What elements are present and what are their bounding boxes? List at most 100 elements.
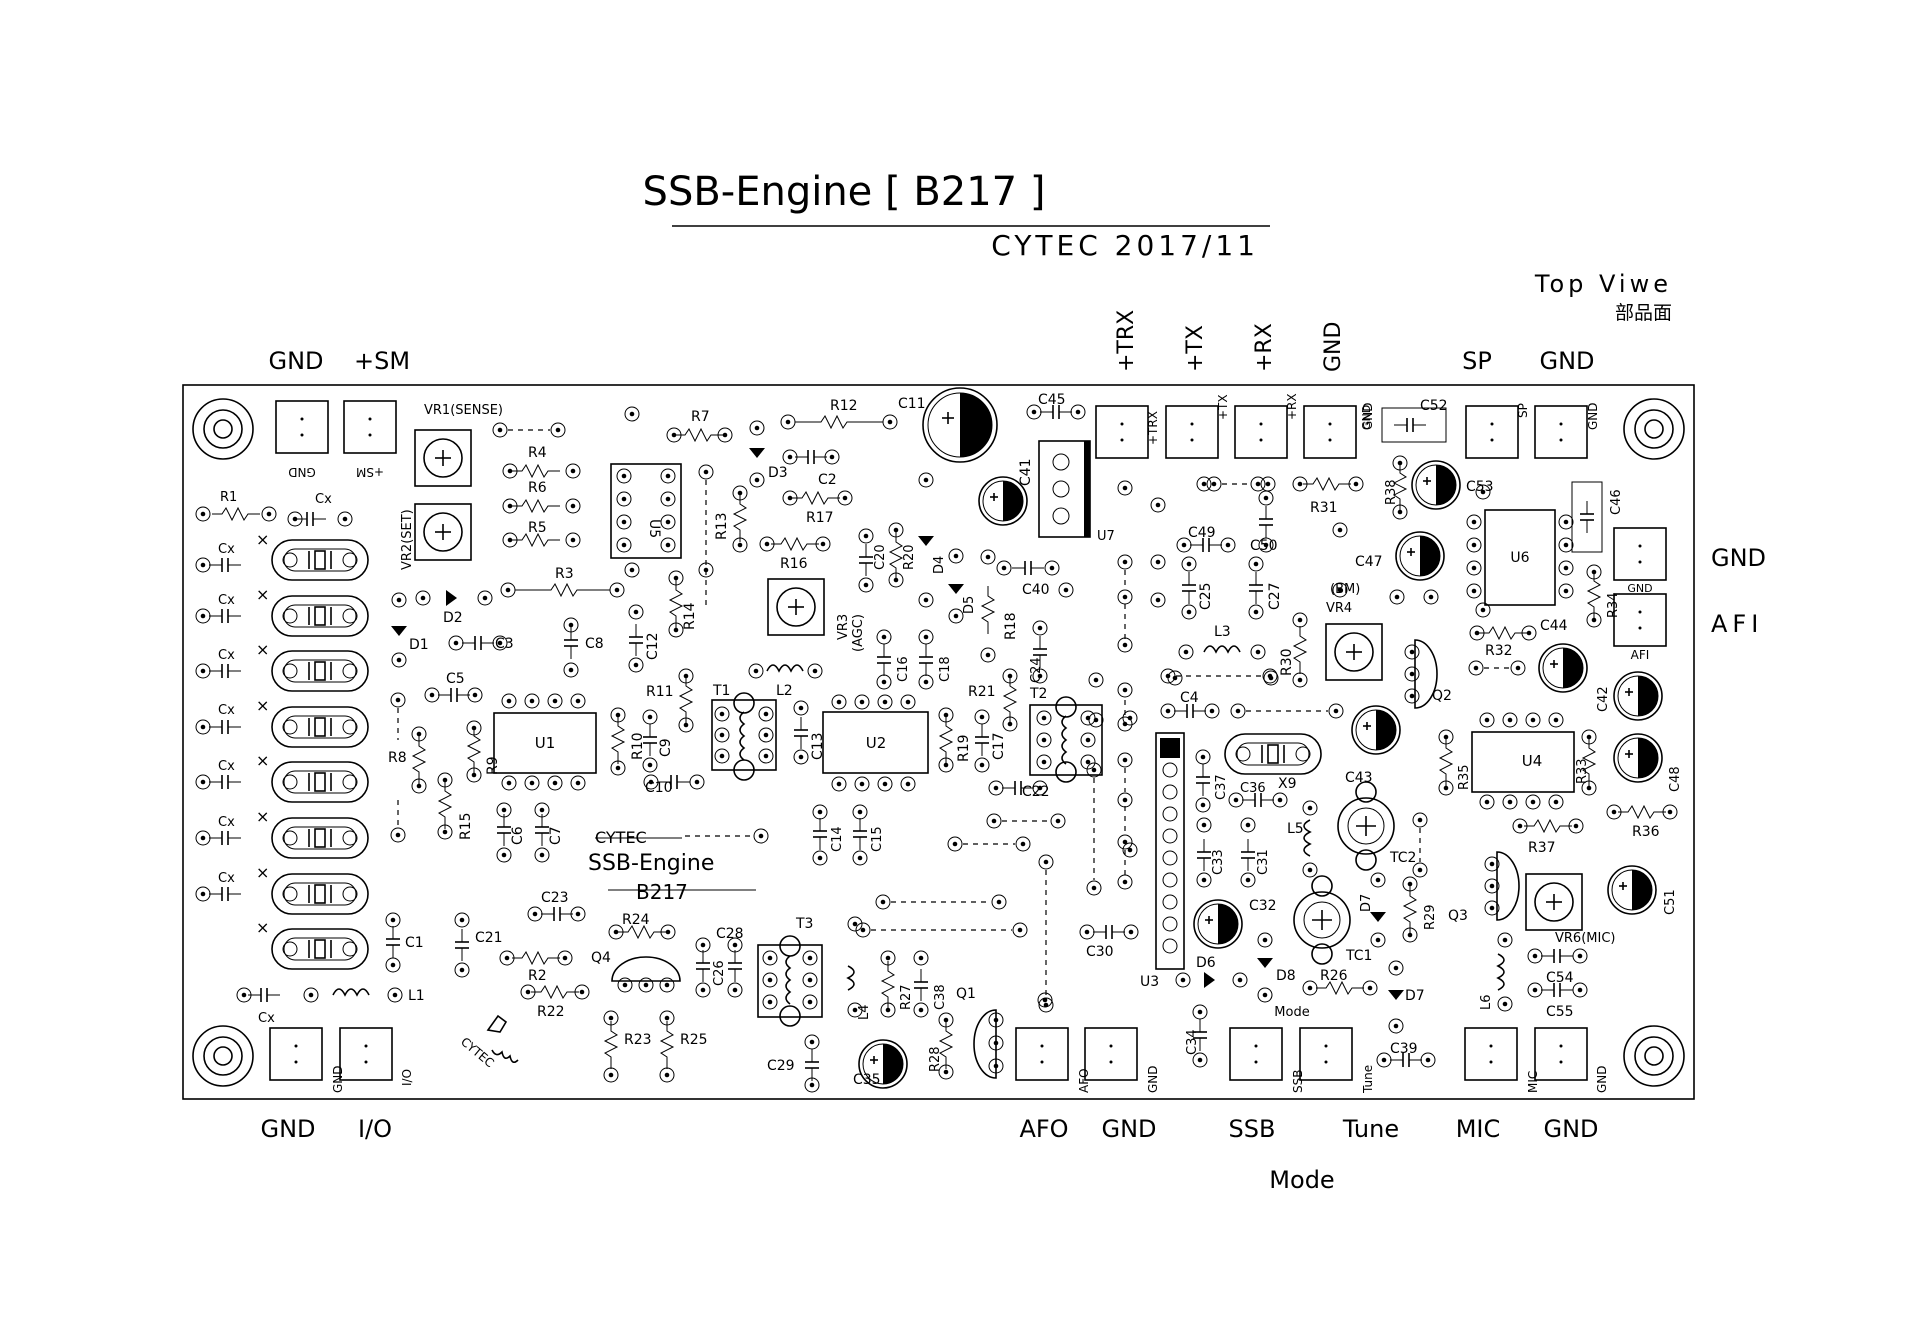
- label-d1: D1: [409, 637, 429, 653]
- electrolytic-cap-c43: [1351, 705, 1401, 755]
- label-sm-top: +SM: [354, 347, 410, 375]
- board-outline: [182, 384, 1695, 1100]
- label-u5: U5: [646, 519, 662, 538]
- terminal-gnd4: [1613, 527, 1667, 581]
- crystal-filter-bank: [195, 506, 369, 970]
- transformer-t1: [711, 692, 777, 781]
- label-cx: Cx: [218, 871, 235, 886]
- label-c31: C31: [1256, 849, 1271, 875]
- resistor-r37: [1523, 819, 1573, 833]
- diode-d5: [948, 584, 964, 594]
- label-c20: C20: [873, 544, 888, 570]
- label-q1: Q1: [956, 986, 976, 1002]
- regulator-u7: [1038, 440, 1091, 538]
- electrolytic-cap-c53: [1411, 460, 1461, 510]
- silk-sm: +SM: [356, 465, 384, 479]
- label-r13: R13: [714, 512, 730, 540]
- mounting-hole: [192, 398, 254, 460]
- resistor-r16: [770, 537, 820, 551]
- resistor-r31: [1302, 477, 1352, 491]
- label-vr1: VR1(SENSE): [424, 403, 503, 418]
- cap-c7: [534, 813, 550, 847]
- label-r8: R8: [388, 750, 407, 766]
- label-c30: C30: [1086, 944, 1114, 960]
- label-c52: C52: [1420, 398, 1448, 414]
- label-r5: R5: [528, 520, 547, 536]
- label-gnd-top: GND: [268, 347, 323, 375]
- label-r23: R23: [624, 1032, 652, 1048]
- terminal-trx: [1095, 405, 1149, 459]
- label-r24: R24: [622, 912, 650, 928]
- label-r15: R15: [458, 812, 474, 840]
- label-c27: C27: [1267, 582, 1283, 610]
- label-cx: Cx: [218, 648, 235, 663]
- terminal-gnd7: [1534, 1027, 1588, 1081]
- cap-c2: [794, 449, 828, 465]
- label-x9: X9: [1278, 776, 1297, 792]
- label-r34: R34: [1606, 592, 1621, 618]
- x-mark: ×: [256, 918, 269, 937]
- label-c3: C3: [495, 636, 514, 652]
- label-r22: R22: [537, 1004, 565, 1020]
- label-c49: C49: [1188, 525, 1216, 541]
- label-mode: Mode: [1269, 1166, 1334, 1194]
- label-c45: C45: [1038, 392, 1066, 408]
- silk-rx: +RX: [1285, 393, 1299, 420]
- label-d3: D3: [768, 465, 788, 481]
- cap-c14: [812, 817, 828, 851]
- resistor-r35: [1439, 737, 1453, 787]
- silk-gnd7: GND: [1595, 1065, 1609, 1093]
- resistor-r22: [530, 985, 580, 999]
- transformer-t2: [1029, 696, 1103, 783]
- silk-gnd-c52: GND: [1360, 405, 1373, 430]
- x-mark: ×: [256, 640, 269, 659]
- terminal-sm: [343, 400, 397, 454]
- label-c55: C55: [1546, 1004, 1574, 1020]
- x-mark: ×: [256, 696, 269, 715]
- terminal-afo: [1015, 1027, 1069, 1081]
- label-r11: R11: [646, 684, 674, 700]
- label-t3: T3: [795, 916, 813, 932]
- view-label: Top Viwe: [1534, 270, 1672, 298]
- label-c18: C18: [938, 656, 953, 682]
- label-vr6: VR6(MIC): [1555, 931, 1615, 946]
- label-d8: D8: [1276, 968, 1296, 984]
- cap-c18: [918, 643, 934, 677]
- terminal-afi: [1613, 593, 1667, 647]
- label-r30: R30: [1279, 648, 1295, 676]
- terminal-gnd6: [1084, 1027, 1138, 1081]
- label-l1: L1: [408, 988, 425, 1004]
- label-r2: R2: [528, 968, 547, 984]
- label-c15: C15: [870, 826, 885, 852]
- label-cx: Cx: [218, 815, 235, 830]
- cap-c52: [1381, 407, 1447, 443]
- resistor-r4: [511, 464, 561, 478]
- diode-d8: [1257, 958, 1273, 968]
- label-c7: C7: [548, 826, 564, 845]
- trimmer-vr1: [414, 429, 472, 487]
- label-c23: C23: [541, 890, 569, 906]
- resistor-r7: [674, 428, 724, 442]
- mounting-hole: [1623, 398, 1685, 460]
- electrolytic-cap-c42: [1613, 671, 1663, 721]
- label-afo-bottom: AFO: [1019, 1115, 1068, 1143]
- electrolytic-cap-c44: [1538, 643, 1588, 693]
- page-title: SSB-Engine [ B217 ]: [643, 169, 1046, 215]
- svg-text:CYTEC: CYTEC: [458, 1035, 497, 1071]
- cap-c31: [1240, 838, 1256, 872]
- silk-gnd2: GND: [1361, 402, 1375, 430]
- label-r37: R37: [1528, 840, 1556, 856]
- label-c16: C16: [896, 656, 911, 682]
- label-r28: R28: [928, 1046, 943, 1072]
- silk-tune: Tune: [1361, 1065, 1375, 1094]
- label-r26: R26: [1320, 968, 1348, 984]
- diode-d7b: [1388, 990, 1404, 1000]
- resistor-r18: [981, 585, 995, 635]
- inductor-l4: [846, 965, 855, 991]
- silk-gnd6: GND: [1146, 1065, 1160, 1093]
- label-c11: C11: [898, 396, 926, 412]
- label-gnd6-bottom: GND: [1101, 1115, 1156, 1143]
- terminal-tune: [1299, 1027, 1353, 1081]
- label-ssb-bottom: SSB: [1229, 1115, 1276, 1143]
